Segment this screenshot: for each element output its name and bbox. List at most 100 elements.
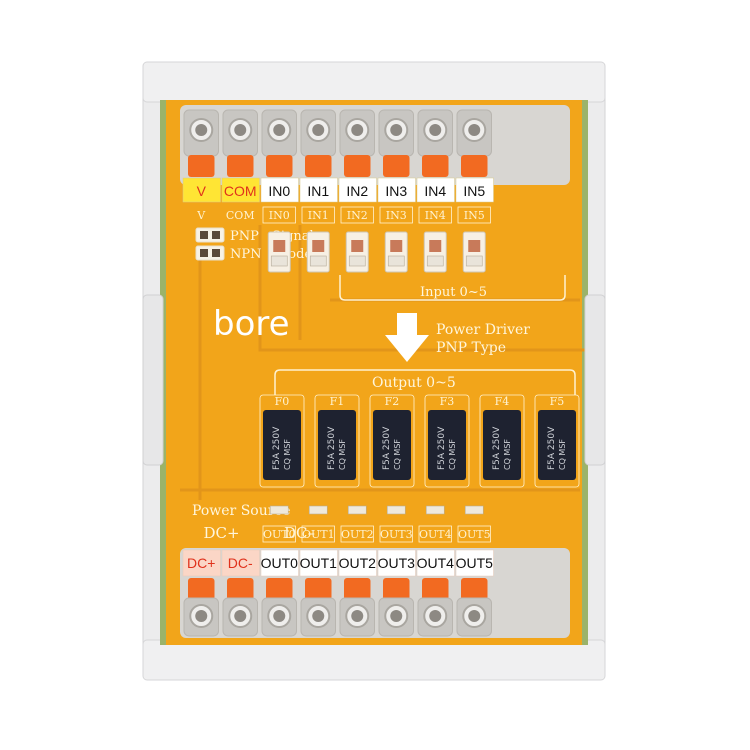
- svg-text:F5A 250V: F5A 250V: [437, 426, 447, 470]
- bottom-lever-4[interactable]: [344, 578, 371, 600]
- top-terminal-6[interactable]: [417, 109, 453, 157]
- side-clip-left: [142, 294, 164, 466]
- input-group-bracket: [339, 275, 566, 301]
- bottom-terminal-5[interactable]: [378, 597, 414, 637]
- top-silk-3: IN1: [308, 209, 329, 222]
- bottom-lever-6[interactable]: [422, 578, 449, 600]
- top-lever-6[interactable]: [422, 155, 449, 177]
- top-silk-0: V: [196, 209, 206, 222]
- driver-line2: PNP Type: [436, 340, 506, 356]
- out-silk-5: OUT5: [457, 505, 491, 543]
- fuse-label-5: F5: [550, 395, 565, 408]
- bottom-label-1: DC-: [221, 549, 260, 577]
- top-terminal-2[interactable]: [261, 109, 297, 157]
- top-label-text-1: COM: [224, 183, 257, 199]
- svg-text:CQ MSF: CQ MSF: [448, 439, 457, 470]
- top-silk-7: IN5: [464, 209, 485, 222]
- bottom-terminal-7[interactable]: [456, 597, 492, 637]
- bottom-label-4: OUT2: [339, 549, 377, 577]
- top-lever-4[interactable]: [344, 155, 371, 177]
- top-label-2: IN0: [260, 177, 299, 203]
- bottom-terminal-3[interactable]: [300, 597, 336, 637]
- top-label-4: IN2: [338, 177, 377, 203]
- svg-text:CQ MSF: CQ MSF: [503, 439, 512, 470]
- input-led-4: [423, 231, 447, 273]
- top-terminal-1[interactable]: [222, 109, 258, 157]
- top-label-text-2: IN0: [268, 183, 290, 199]
- bottom-label-text-1: DC-: [228, 555, 253, 571]
- svg-text:F5A 250V: F5A 250V: [492, 426, 502, 470]
- top-terminal-3[interactable]: [300, 109, 336, 157]
- top-label-text-4: IN2: [346, 183, 368, 199]
- bottom-label-5: OUT3: [378, 549, 416, 577]
- bottom-lever-7[interactable]: [461, 578, 488, 600]
- bottom-terminal-2[interactable]: [261, 597, 297, 637]
- input-group-label: Input 0~5: [420, 285, 487, 300]
- bottom-lever-3[interactable]: [305, 578, 332, 600]
- out-silk-3: OUT3: [379, 505, 413, 543]
- output-group-label: Output 0~5: [372, 375, 456, 391]
- power-source-label: Power Source: [192, 503, 291, 519]
- top-terminal-4[interactable]: [339, 109, 375, 157]
- mode-pnp: PNP: [230, 229, 259, 244]
- input-led-2: [345, 231, 369, 273]
- svg-text:F5A 250V: F5A 250V: [382, 426, 392, 470]
- fuse-label-0: F0: [275, 395, 290, 408]
- bottom-label-text-0: DC+: [187, 555, 215, 571]
- top-terminal-0[interactable]: [183, 109, 219, 157]
- out-silk-2: OUT2: [340, 505, 374, 543]
- mode-npn: NPN: [230, 247, 262, 262]
- input-led-0: [267, 231, 291, 273]
- top-label-text-3: IN1: [307, 183, 329, 199]
- fuse-label-3: F3: [440, 395, 455, 408]
- svg-text:F5A 250V: F5A 250V: [272, 426, 282, 470]
- signal-mode-jumpers: [195, 227, 225, 261]
- top-terminal-7[interactable]: [456, 109, 492, 157]
- svg-text:CQ MSF: CQ MSF: [283, 439, 292, 470]
- top-lever-3[interactable]: [305, 155, 332, 177]
- bottom-lever-5[interactable]: [383, 578, 410, 600]
- top-silk-6: IN4: [425, 209, 446, 222]
- svg-text:OUT1: OUT1: [302, 528, 335, 541]
- top-label-5: IN3: [377, 177, 416, 203]
- input-led-1: [306, 231, 330, 273]
- top-silk-4: IN2: [347, 209, 368, 222]
- top-lever-7[interactable]: [461, 155, 488, 177]
- top-silk-5: IN3: [386, 209, 407, 222]
- bottom-terminal-1[interactable]: [222, 597, 258, 637]
- bottom-label-text-5: OUT3: [378, 555, 416, 571]
- top-terminal-5[interactable]: [378, 109, 414, 157]
- top-label-text-5: IN3: [385, 183, 407, 199]
- top-lever-1[interactable]: [227, 155, 254, 177]
- bottom-lever-1[interactable]: [227, 578, 254, 600]
- top-lever-0[interactable]: [188, 155, 215, 177]
- bottom-lever-0[interactable]: [188, 578, 215, 600]
- top-lever-5[interactable]: [383, 155, 410, 177]
- out-silk-1: OUT1: [301, 505, 335, 543]
- input-led-3: [384, 231, 408, 273]
- bottom-label-text-2: OUT0: [261, 555, 299, 571]
- svg-text:OUT2: OUT2: [341, 528, 374, 541]
- bottom-lever-2[interactable]: [266, 578, 293, 600]
- fuse-label-1: F1: [330, 395, 345, 408]
- housing-top-bar: [142, 61, 606, 103]
- bottom-label-text-4: OUT2: [339, 555, 377, 571]
- bottom-terminal-0[interactable]: [183, 597, 219, 637]
- svg-text:OUT3: OUT3: [380, 528, 413, 541]
- fuse-label-4: F4: [495, 395, 510, 408]
- dc-silk-1: DC–: [284, 524, 315, 542]
- dc-silk-0: DC+: [203, 524, 239, 542]
- top-silk-1: COM: [226, 209, 255, 222]
- svg-text:CQ MSF: CQ MSF: [338, 439, 347, 470]
- down-arrow-icon: [385, 313, 429, 362]
- bottom-terminal-4[interactable]: [339, 597, 375, 637]
- top-lever-2[interactable]: [266, 155, 293, 177]
- side-clip-right: [584, 294, 606, 466]
- bottom-terminal-6[interactable]: [417, 597, 453, 637]
- bottom-label-6: OUT4: [417, 549, 455, 577]
- bottom-label-3: OUT1: [300, 549, 338, 577]
